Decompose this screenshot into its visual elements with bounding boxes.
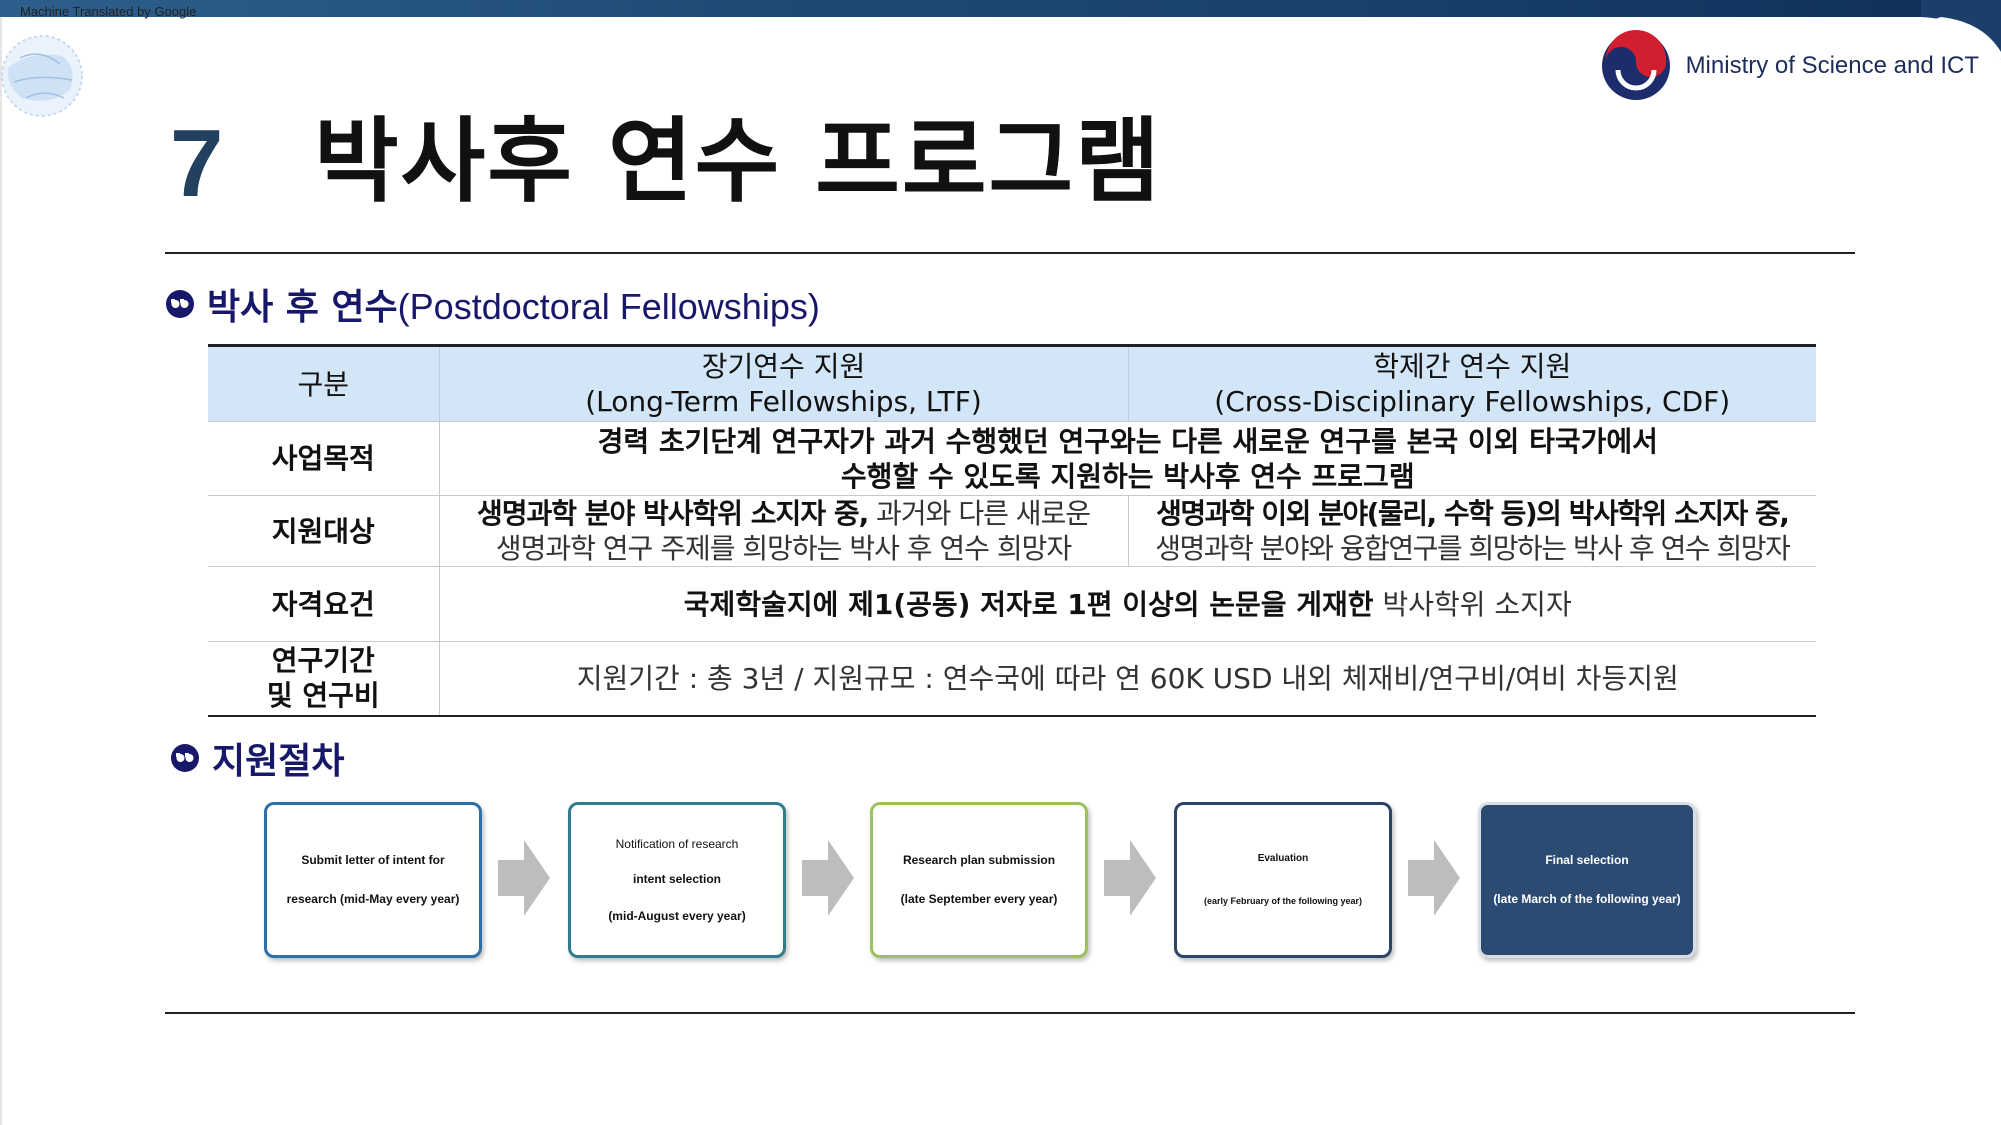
- quote-bullet-icon: [171, 744, 199, 772]
- target-ltf-cell: 생명과학 분야 박사학위 소지자 중, 과거와 다른 새로운 생명과학 연구 주…: [438, 495, 1128, 567]
- fellowship-table: 구분 장기연수 지원 (Long-Term Fellowships, LTF) …: [208, 344, 1816, 717]
- left-edge-rule: [0, 17, 2, 1125]
- section-fellowships-subtitle: (Postdoctoral Fellowships): [397, 286, 820, 327]
- table-header-row: 구분 장기연수 지원 (Long-Term Fellowships, LTF) …: [208, 345, 1816, 422]
- arrow-right-icon: [1104, 840, 1156, 916]
- row-label-target: 지원대상: [208, 495, 439, 567]
- eligibility-cell: 국제학술지에 제1(공동) 저자로 1편 이상의 논문을 게재한 박사학위 소지…: [438, 566, 1816, 642]
- globe-icon: [1, 35, 83, 117]
- section-fellowships-heading: 박사 후 연수(Postdoctoral Fellowships): [165, 278, 820, 330]
- step-2-box: Notification of research intent selectio…: [568, 802, 786, 958]
- quote-bullet-icon: [166, 290, 194, 318]
- header-cdf: 학제간 연수 지원 (Cross-Disciplinary Fellowship…: [1127, 345, 1816, 422]
- section-fellowships-title: 박사 후 연수: [207, 287, 398, 328]
- top-banner: [0, 0, 2001, 17]
- table-row-period: 연구기간 및 연구비 지원기간 : 총 3년 / 지원규모 : 연수국에 따라 …: [208, 641, 1816, 717]
- target-cdf-cell: 생명과학 이외 분야(물리, 수학 등)의 박사학위 소지자 중, 생명과학 분…: [1127, 495, 1816, 567]
- table-row-target: 지원대상 생명과학 분야 박사학위 소지자 중, 과거와 다른 새로운 생명과학…: [208, 495, 1816, 567]
- step-3-box: Research plan submission (late September…: [870, 802, 1088, 958]
- bottom-divider: [165, 1012, 1855, 1014]
- arrow-right-icon: [1408, 840, 1460, 916]
- corner-swoosh-decoration: [1921, 0, 2001, 60]
- row-label-purpose: 사업목적: [208, 421, 439, 496]
- period-cell: 지원기간 : 총 3년 / 지원규모 : 연수국에 따라 연 60K USD 내…: [438, 641, 1816, 717]
- row-label-eligibility: 자격요건: [208, 566, 439, 642]
- procedure-steps: Submit letter of intent for research (mi…: [264, 802, 1704, 960]
- table-row-purpose: 사업목적 경력 초기단계 연구자가 과거 수행했던 연구와는 다른 새로운 연구…: [208, 421, 1816, 496]
- page-title: 박사후 연수 프로그램: [314, 108, 1162, 215]
- section-procedure-heading: 지원절차: [170, 732, 344, 784]
- step-5-box: Final selection (late March of the follo…: [1478, 802, 1696, 958]
- ministry-name: Ministry of Science and ICT: [1685, 52, 1979, 79]
- page-number: 7: [170, 110, 224, 217]
- ministry-brand: Ministry of Science and ICT: [1600, 30, 1979, 102]
- taegeuk-logo-icon: [1601, 30, 1670, 100]
- purpose-cell: 경력 초기단계 연구자가 과거 수행했던 연구와는 다른 새로운 연구를 본국 …: [438, 421, 1816, 496]
- header-ltf: 장기연수 지원 (Long-Term Fellowships, LTF): [438, 345, 1128, 422]
- header-category: 구분: [208, 345, 439, 422]
- step-4-box: Evaluation (early February of the follow…: [1174, 802, 1392, 958]
- step-1-box: Submit letter of intent for research (mi…: [264, 802, 482, 958]
- title-divider: [165, 252, 1855, 254]
- row-label-period: 연구기간 및 연구비: [208, 641, 439, 717]
- arrow-right-icon: [498, 840, 550, 916]
- arrow-right-icon: [802, 840, 854, 916]
- table-row-eligibility: 자격요건 국제학술지에 제1(공동) 저자로 1편 이상의 논문을 게재한 박사…: [208, 566, 1816, 642]
- section-procedure-title: 지원절차: [212, 741, 345, 782]
- machine-translated-label: Machine Translated by Google: [20, 4, 197, 19]
